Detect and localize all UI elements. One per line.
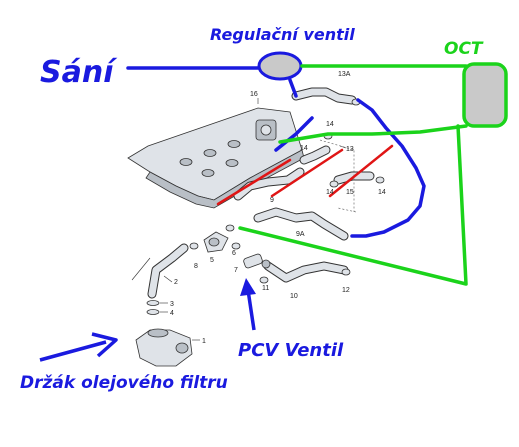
- hose-13a: [291, 87, 357, 105]
- hose-15: [333, 171, 375, 185]
- part-number: 12: [342, 287, 350, 294]
- part-number: 8: [194, 263, 198, 270]
- seals-3-4: [146, 300, 160, 315]
- green-route: [238, 64, 468, 286]
- part-number: 7: [234, 267, 238, 274]
- label-pcv-valve: PCV Ventil: [238, 340, 344, 361]
- hose-13: [299, 145, 331, 165]
- part-numbers: 1 2 3 4 5 6 7 8 9 9A 10 11 12 13 13A 14 …: [170, 71, 386, 345]
- arrow-oil-filter: [39, 332, 118, 362]
- part-number: 6: [232, 250, 236, 257]
- part-number: 4: [170, 310, 174, 317]
- valve-cover: [127, 107, 305, 209]
- part-number: 2: [174, 279, 178, 286]
- part-number: 5: [210, 257, 214, 264]
- part-number: 14: [300, 145, 308, 152]
- part-number: 10: [290, 293, 298, 300]
- label-oil-filter-holder: Držák olejového filtru: [20, 373, 228, 393]
- label-intake: Sání: [40, 55, 118, 90]
- hose-2: [147, 243, 189, 299]
- part-number: 14: [326, 189, 334, 196]
- regulator-valve: [257, 51, 303, 81]
- oct-component: [462, 62, 508, 128]
- part-number: 9A: [296, 231, 305, 238]
- blue-route: [126, 66, 426, 238]
- part-number: 16: [250, 91, 258, 98]
- pcv-valve-7: [243, 253, 271, 269]
- oil-filter-housing: [135, 328, 193, 367]
- part-number: 14: [326, 121, 334, 128]
- part-number: 14: [378, 189, 386, 196]
- part-number: 15: [346, 189, 354, 196]
- leader-lines: [160, 98, 347, 341]
- hose-9: [233, 167, 305, 201]
- part-number: 9: [270, 197, 274, 204]
- part-number: 13A: [338, 71, 351, 78]
- clamps: [189, 98, 385, 284]
- pcv-fitting-5: [203, 231, 229, 253]
- part-number: 13: [346, 146, 354, 153]
- label-oct: OCT: [444, 39, 484, 59]
- part-number: 1: [202, 338, 206, 345]
- label-regulator-valve: Regulační ventil: [210, 25, 355, 44]
- arrow-pcv: [240, 278, 256, 331]
- hose-10: [263, 261, 349, 283]
- part-number: 3: [170, 301, 174, 308]
- hose-9a: [253, 207, 349, 241]
- part-number: 11: [262, 285, 269, 292]
- red-cross-marks: [216, 144, 394, 206]
